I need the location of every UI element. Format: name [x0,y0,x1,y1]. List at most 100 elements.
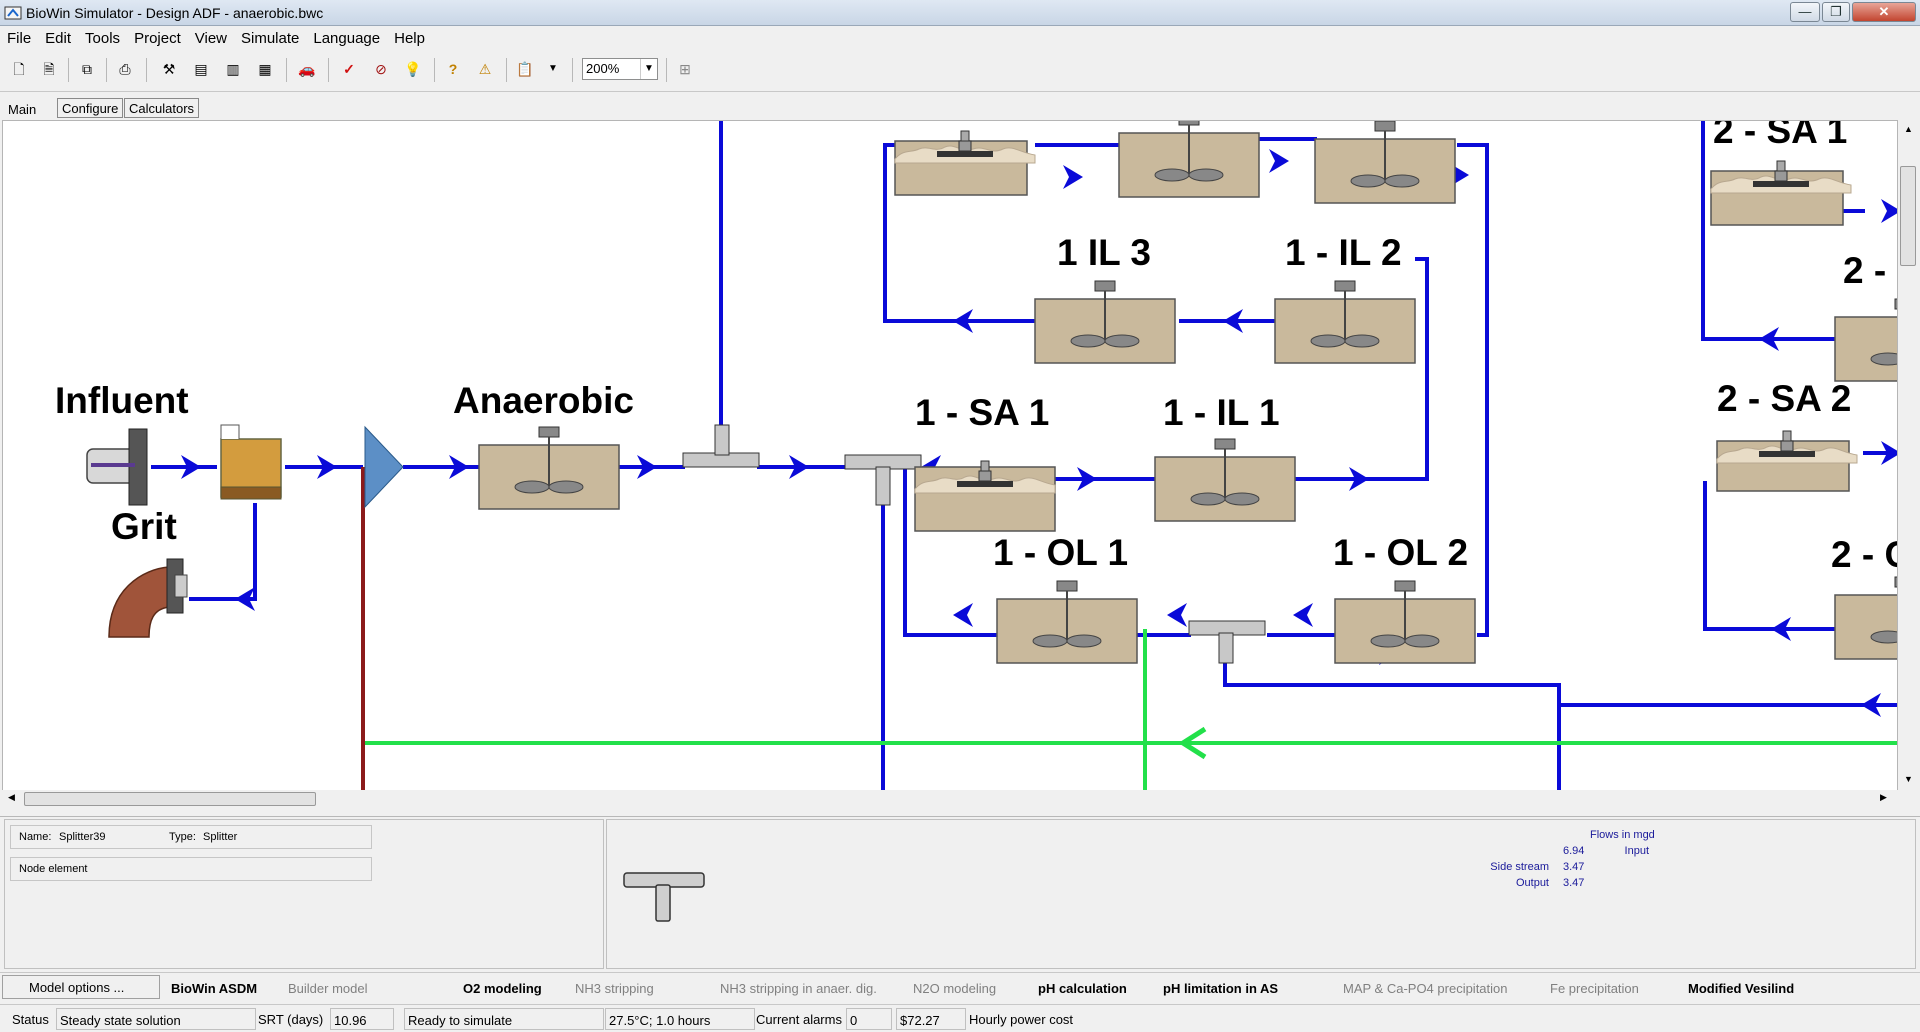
car-icon[interactable]: 🚗 [298,61,316,77]
type-label: Type: [169,831,196,843]
toolbar-separator [286,58,287,82]
menu-tools[interactable]: Tools [85,30,121,47]
toolbar-separator [328,58,329,82]
flow-input-label: Input [1624,845,1649,857]
model-ph-limit: pH limitation in AS [1163,981,1279,996]
title-bar: BioWin Simulator - Design ADF - anaerobi… [0,0,1920,26]
stop-icon[interactable]: ⊘ [375,61,387,77]
grit-element[interactable] [108,558,188,638]
toolbar-separator [506,58,507,82]
vertical-scroll-thumb[interactable] [1900,166,1916,266]
table-view-icon[interactable]: ▤ [194,61,208,77]
grit-chamber[interactable] [220,424,282,500]
model-vesilind: Modified Vesilind [1688,981,1795,996]
tank-2-sa-2[interactable] [1716,430,1858,492]
process-diagram[interactable]: Influent Grit Anaerobic 1 - SA 1 1 - IL … [3,121,1898,792]
label-2-partial-a: 2 - [1843,250,1886,291]
open-file-icon[interactable]: 🗎 [43,61,55,77]
grid-icon[interactable]: ⊞ [679,61,691,77]
new-file-icon[interactable]: 🗋 [13,61,25,77]
toolbar-separator [666,58,667,82]
menu-project[interactable]: Project [134,30,181,47]
tank-top-3[interactable] [1314,121,1456,204]
scroll-left-icon[interactable]: ◀ [8,792,15,802]
tank-top-2[interactable] [1118,121,1260,198]
horizontal-scroll-thumb[interactable] [24,792,316,806]
maximize-button[interactable]: ❐ [1822,2,1850,22]
zoom-value: 200% [586,61,620,76]
label-1-il-2: 1 - IL 2 [1285,232,1402,273]
tank-1-il-1[interactable] [1154,438,1296,522]
tank-1-ol-2[interactable] [1334,580,1476,664]
tab-configure[interactable]: Configure [57,98,124,118]
scroll-right-icon[interactable]: ▶ [1880,792,1887,802]
flows-header: Flows in mgd [1590,829,1655,841]
flows-unit: mgd [1633,829,1655,841]
splitter-39[interactable] [844,454,922,506]
tab-main[interactable]: Main [8,102,37,117]
splitter-ol[interactable] [1188,620,1266,664]
menu-file[interactable]: File [7,30,32,47]
process-canvas[interactable]: Influent Grit Anaerobic 1 - SA 1 1 - IL … [2,120,1898,792]
tank-1-ol-1[interactable] [996,580,1138,664]
pipe-network [151,121,1897,791]
zoom-select[interactable]: 200% ▼ [582,58,658,80]
flow-side-stream-value: 3.47 [1563,861,1585,873]
srt-label: SRT (days) [258,1012,324,1027]
menu-edit[interactable]: Edit [45,30,72,47]
status-bar: Status Steady state solution SRT (days) … [0,1004,1920,1032]
print-icon[interactable]: ⎙ [119,61,131,77]
list-view-icon[interactable]: ▥ [226,61,240,77]
clarifier-element[interactable] [364,425,404,509]
model-options-button[interactable]: Model options ... [2,975,160,999]
recycle-line [365,629,1897,791]
flow-output-label: Output [1515,877,1549,889]
tank-2-partial-b[interactable] [1834,576,1898,660]
warning-icon[interactable]: ⚠ [478,61,492,77]
close-button[interactable]: ✕ [1852,2,1916,22]
tank-1-il-3[interactable] [1034,280,1176,364]
splitter-preview-icon [623,872,705,922]
horizontal-scrollbar[interactable]: ◀ ▶ [2,790,1898,808]
recycle-arrow [1178,726,1207,760]
tank-1-sa-1[interactable] [914,460,1056,532]
menu-help[interactable]: Help [394,30,425,47]
toolbar: 🗋 🗎 ⧉ ⎙ ⚒ ▤ ▥ ▦ 🚗 ✓ ⊘ 💡 ? ⚠ 📋 ▼ ⊞ [0,50,1920,92]
status-value: Steady state solution [56,1008,256,1030]
element-name-box: Name: Splitter39 Type: Splitter [10,825,372,849]
model-o2: O2 modeling [463,981,542,996]
check-icon[interactable]: ✓ [343,61,355,77]
bulb-icon[interactable]: 💡 [404,61,422,77]
splitter-top[interactable] [682,424,760,468]
chevron-down-icon[interactable]: ▼ [640,59,657,79]
scroll-down-icon[interactable]: ▼ [1904,774,1913,784]
type-value: Splitter [203,831,238,843]
chart-view-icon[interactable]: ▦ [258,61,272,77]
vertical-scrollbar[interactable]: ▲ ▼ [1898,120,1918,792]
menu-simulate[interactable]: Simulate [241,30,300,47]
name-value: Splitter39 [59,831,106,843]
tank-2-sa-1[interactable] [1710,160,1852,226]
scroll-up-icon[interactable]: ▲ [1904,124,1913,134]
alarms-value: 0 [846,1008,892,1030]
tank-1-il-2[interactable] [1274,280,1416,364]
tab-calculators[interactable]: Calculators [124,98,200,118]
toolbar-separator [146,58,147,82]
ready-status: Ready to simulate [404,1008,604,1030]
menu-language[interactable]: Language [313,30,381,47]
anaerobic-tank[interactable] [478,426,620,510]
name-label: Name: [19,831,52,843]
chevron-down-icon[interactable]: ▼ [548,63,558,74]
tank-2-partial-a[interactable] [1834,298,1898,382]
minimize-button[interactable]: — [1790,2,1820,22]
label-2-sa-1: 2 - SA 1 [1713,121,1847,151]
label-anaerobic: Anaerobic [453,380,634,421]
copy-icon[interactable]: ⧉ [82,61,92,77]
tank-top-1[interactable] [894,130,1036,196]
help-icon[interactable]: ? [448,61,458,77]
report-icon[interactable]: 📋 [516,61,534,77]
label-1-ol-2: 1 - OL 2 [1333,532,1468,573]
influent-element[interactable] [86,428,148,506]
element-tool-icon[interactable]: ⚒ [162,61,176,77]
menu-view[interactable]: View [194,30,227,47]
